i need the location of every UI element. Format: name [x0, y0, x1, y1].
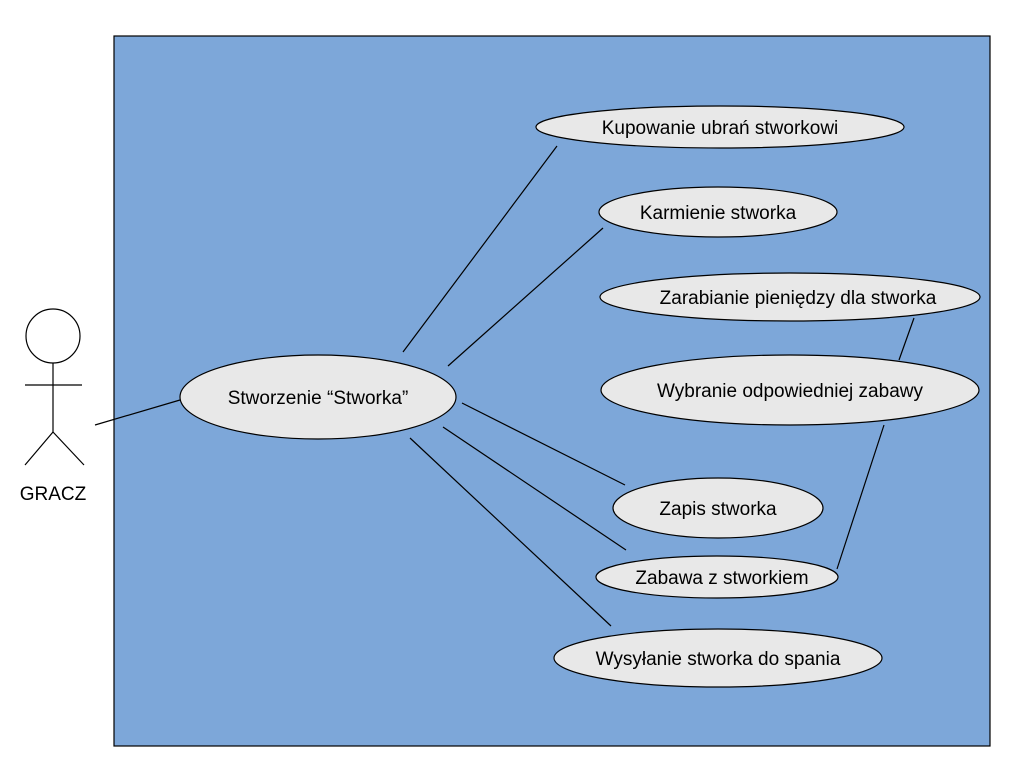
use-case-wybranie[interactable]: Wybranie odpowiedniej zabawy [600, 354, 980, 426]
actor-head [25, 308, 81, 364]
use-case-karmienie[interactable]: Karmienie stworka [598, 186, 838, 238]
association-wybranie-zabawa [836, 424, 885, 570]
association-stworzenie-zapis [461, 402, 626, 486]
actor-right-leg [52, 431, 85, 466]
use-case-zabawa[interactable]: Zabawa z stworkiem [595, 555, 839, 599]
association-stworzenie-zabawa [442, 426, 627, 551]
use-case-stworzenie[interactable]: Stworzenie “Stworka” [179, 354, 457, 440]
use-case-ellipse [600, 354, 980, 426]
association-actor-stworzenie [94, 399, 181, 426]
association-stworzenie-kupowanie [402, 145, 558, 353]
association-stworzenie-karmienie [447, 227, 604, 367]
associations [94, 145, 915, 627]
use-case-ellipse [179, 354, 457, 440]
use-case-kupowanie[interactable]: Kupowanie ubrań stworkowi [535, 105, 905, 149]
use-case-label: Wysyłanie stworka do spania [596, 649, 841, 670]
use-case-ellipse [553, 628, 883, 688]
actor-gracz [24, 308, 85, 466]
use-case-ellipse [598, 186, 838, 238]
use-case-ellipse [612, 477, 824, 539]
use-case-label: Kupowanie ubrań stworkowi [602, 118, 839, 139]
actor-left-leg [24, 431, 54, 466]
use-case-label: Karmienie stworka [640, 203, 797, 224]
use-case-label: Zapis stworka [659, 499, 777, 520]
use-case-label: Stworzenie “Stworka” [228, 388, 409, 409]
actor-label: GRACZ [20, 484, 87, 505]
use-case-ellipse [599, 272, 981, 322]
use-case-ellipse [535, 105, 905, 149]
association-stworzenie-wysylanie [409, 437, 612, 627]
use-case-zarabianie[interactable]: Zarabianie pieniędzy dla stworka [599, 272, 981, 322]
use-case-label: Zarabianie pieniędzy dla stworka [660, 288, 937, 309]
use-case-label: Zabawa z stworkiem [635, 568, 808, 589]
association-zarabianie-wybranie [898, 317, 915, 361]
use-case-label: Wybranie odpowiedniej zabawy [657, 381, 923, 402]
use-case-zapis[interactable]: Zapis stworka [612, 477, 824, 539]
use-case-wysylanie[interactable]: Wysyłanie stworka do spania [553, 628, 883, 688]
use-case-ellipse [595, 555, 839, 599]
